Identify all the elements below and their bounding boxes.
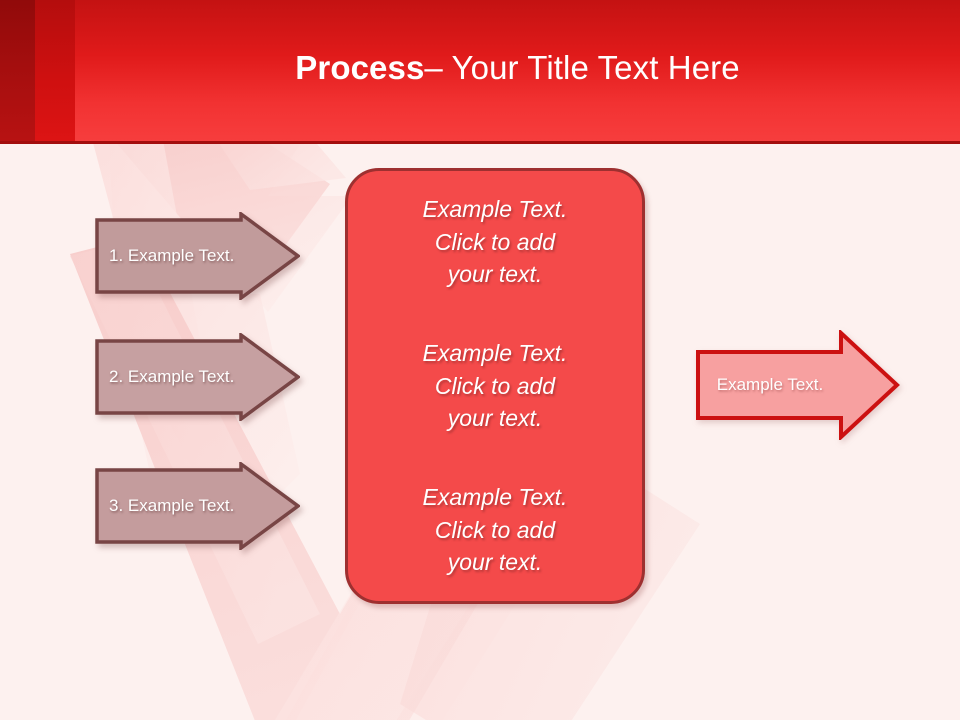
slide-header: Process – Your Title Text Here <box>0 0 960 144</box>
header-accent-band-mid <box>35 0 75 144</box>
step-arrow-1-label: 1. Example Text. <box>109 245 235 265</box>
step-arrow-1[interactable]: 1. Example Text. <box>95 212 300 300</box>
page-title-rest: – Your Title Text Here <box>424 49 740 86</box>
page-title: Process – Your Title Text Here <box>75 0 960 144</box>
step-arrow-2[interactable]: 2. Example Text. <box>95 333 300 421</box>
result-arrow-shape <box>696 330 900 440</box>
header-accent-band-dark <box>0 0 35 144</box>
page-title-strong: Process <box>295 49 425 86</box>
result-arrow-label: Example Text. <box>716 375 824 394</box>
step-arrow-3[interactable]: 3. Example Text. <box>95 462 300 550</box>
center-paragraph-3: Example Text. Click to add your text. <box>422 483 568 576</box>
step-arrow-2-label: 2. Example Text. <box>109 366 235 386</box>
decor-shape-upper-left-3 <box>219 144 346 190</box>
center-content-panel[interactable]: Example Text. Click to add your text. Ex… <box>345 168 645 604</box>
step-arrow-1-shape <box>95 212 300 300</box>
center-paragraph-1: Example Text. Click to add your text. <box>422 196 568 288</box>
step-arrow-3-shape <box>95 462 300 550</box>
header-underline <box>0 141 960 144</box>
step-arrow-2-shape <box>95 333 300 421</box>
result-arrow[interactable]: Example Text. <box>695 330 900 440</box>
center-paragraph-2: Example Text. Click to add your text. <box>422 340 568 432</box>
step-arrow-3-label: 3. Example Text. <box>109 495 235 515</box>
